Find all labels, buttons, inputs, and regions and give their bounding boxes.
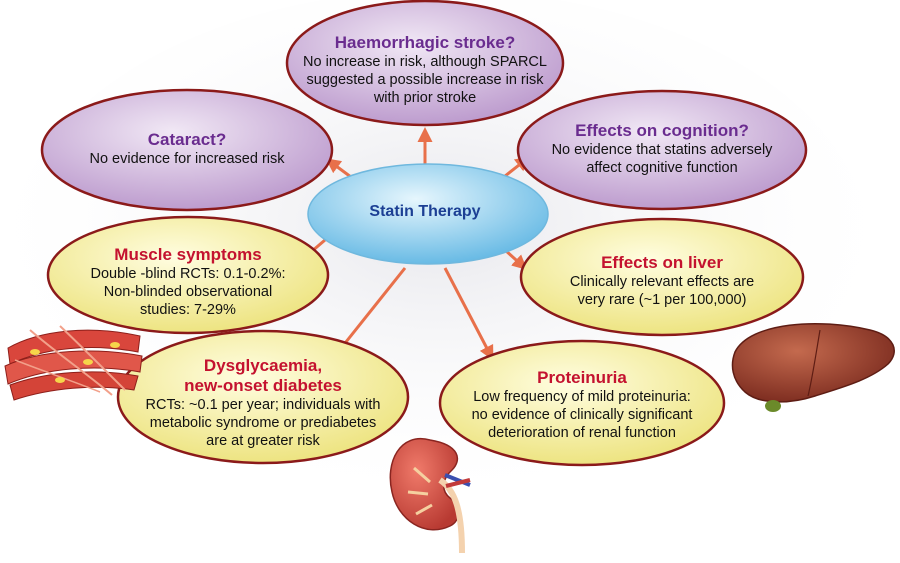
muscle-bubble xyxy=(46,215,330,335)
liver-line-2: very rare (~1 per 100,000) xyxy=(577,292,747,308)
proteinuria-line-3: deterioration of renal function xyxy=(488,425,676,441)
diabetes-title: Dysglycaemia, xyxy=(203,356,323,375)
cognition-title: Effects on cognition? xyxy=(575,121,749,140)
diabetes-title-2: new-onset diabetes xyxy=(184,376,342,395)
cataract-bubble xyxy=(40,88,334,212)
arrow-to-liver xyxy=(503,248,528,271)
muscle-line-3: studies: 7-29% xyxy=(140,302,236,318)
cognition-node: Effects on cognition? No evidence that s… xyxy=(522,121,802,177)
liver-title: Effects on liver xyxy=(601,253,723,272)
cognition-bubble xyxy=(516,89,808,211)
liver-line-1: Clinically relevant effects are xyxy=(569,274,755,290)
haemorrhagic-title: Haemorrhagic stroke? xyxy=(334,33,516,52)
cognition-line-2: affect cognitive function xyxy=(586,160,738,176)
liver-bubble xyxy=(519,217,805,337)
muscle-title: Muscle symptoms xyxy=(114,245,262,264)
proteinuria-title: Proteinuria xyxy=(537,368,627,387)
proteinuria-line-2: no evidence of clinically significant xyxy=(471,407,693,423)
cataract-title: Cataract? xyxy=(147,130,227,149)
haemorrhagic-line-1: No increase in risk, although SPARCL xyxy=(303,54,547,70)
diabetes-line-1: RCTs: ~0.1 per year; individuals with xyxy=(145,397,381,413)
haemorrhagic-node: Haemorrhagic stroke? No increase in risk… xyxy=(287,33,563,107)
arrow-to-proteinuria xyxy=(443,267,494,361)
center-label: Statin Therapy xyxy=(369,203,481,220)
liver-icon xyxy=(731,323,895,412)
cataract-node: Cataract? No evidence for increased risk xyxy=(52,130,322,168)
cataract-line-1: No evidence for increased risk xyxy=(89,151,285,167)
cognition-line-1: No evidence that statins adversely xyxy=(551,142,773,158)
muscle-line-2: Non-blinded observational xyxy=(103,284,273,300)
diabetes-line-2: metabolic syndrome or prediabetes xyxy=(149,415,377,431)
proteinuria-node: Proteinuria Low frequency of mild protei… xyxy=(447,368,717,442)
proteinuria-line-1: Low frequency of mild proteinuria: xyxy=(473,389,691,405)
haemorrhagic-bubble xyxy=(285,0,565,127)
muscle-node: Muscle symptoms Double -blind RCTs: 0.1-… xyxy=(58,245,318,319)
liver-node: Effects on liver Clinically relevant eff… xyxy=(527,253,797,309)
diabetes-line-3: are at greater risk xyxy=(206,433,320,449)
muscle-fibre-icon xyxy=(4,325,143,401)
muscle-line-1: Double -blind RCTs: 0.1-0.2%: xyxy=(90,266,286,282)
kidney-icon xyxy=(389,437,471,554)
diabetes-bubble xyxy=(116,329,410,465)
proteinuria-bubble xyxy=(438,339,726,467)
center-bubble xyxy=(307,163,549,265)
haemorrhagic-line-2: suggested a possible increase in risk xyxy=(306,72,544,88)
diabetes-node: Dysglycaemia, new-onset diabetes RCTs: ~… xyxy=(123,356,403,450)
haemorrhagic-line-3: with prior stroke xyxy=(373,90,477,106)
